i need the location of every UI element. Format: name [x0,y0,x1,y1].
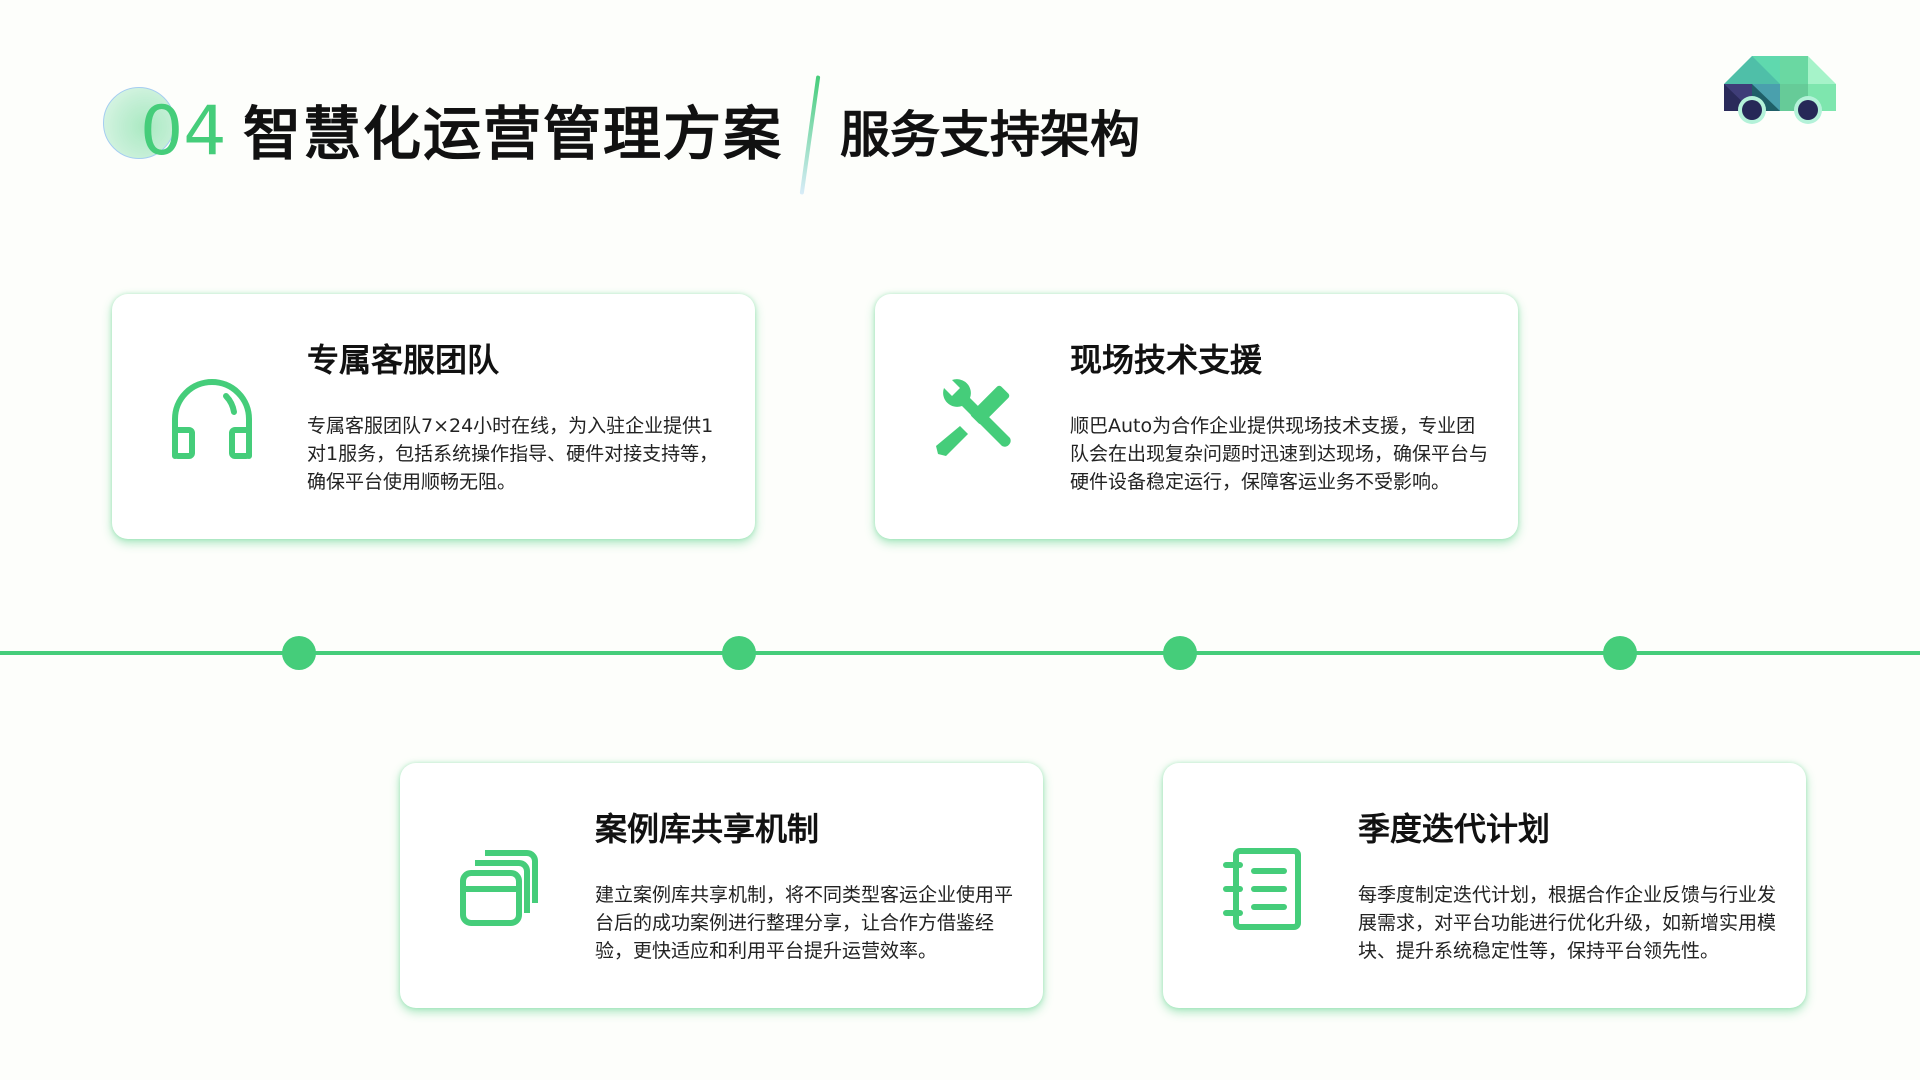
card-title: 案例库共享机制 [595,810,820,848]
decorative-bubble [103,87,175,159]
car-icon [1724,56,1836,124]
card-case-library: 案例库共享机制 建立案例库共享机制，将不同类型客运企业使用平台后的成功案例进行整… [400,763,1043,1008]
timeline [0,651,1920,655]
layers-icon [460,850,538,926]
page-title: 智慧化运营管理方案 [243,100,784,168]
card-customer-service: 专属客服团队 专属客服团队7×24小时在线，为入驻企业提供1对1服务，包括系统操… [112,294,755,539]
timeline-dot [1163,636,1197,670]
headset-icon [172,379,252,459]
card-quarterly-iteration: 季度迭代计划 每季度制定迭代计划，根据合作企业反馈与行业发展需求，对平台功能进行… [1163,763,1806,1008]
card-body: 顺巴Auto为合作企业提供现场技术支援，专业团队会在出现复杂问题时迅速到达现场，… [1070,415,1489,493]
page-subtitle: 服务支持架构 [840,106,1140,164]
title-divider [799,75,821,195]
list-icon [1223,848,1301,930]
timeline-dot [722,636,756,670]
card-title: 现场技术支援 [1070,341,1263,379]
tools-icon [936,379,1011,456]
card-body: 建立案例库共享机制，将不同类型客运企业使用平台后的成功案例进行整理分享，让合作方… [595,884,1014,962]
section-number: 04 [140,92,227,171]
card-body: 每季度制定迭代计划，根据合作企业反馈与行业发展需求，对平台功能进行优化升级，如新… [1358,884,1777,962]
card-body: 专属客服团队7×24小时在线，为入驻企业提供1对1服务，包括系统操作指导、硬件对… [307,415,719,493]
card-title: 专属客服团队 [307,341,500,379]
timeline-dot [1603,636,1637,670]
timeline-dot [282,636,316,670]
card-title: 季度迭代计划 [1358,810,1551,848]
card-onsite-support: 现场技术支援 顺巴Auto为合作企业提供现场技术支援，专业团队会在出现复杂问题时… [875,294,1518,539]
